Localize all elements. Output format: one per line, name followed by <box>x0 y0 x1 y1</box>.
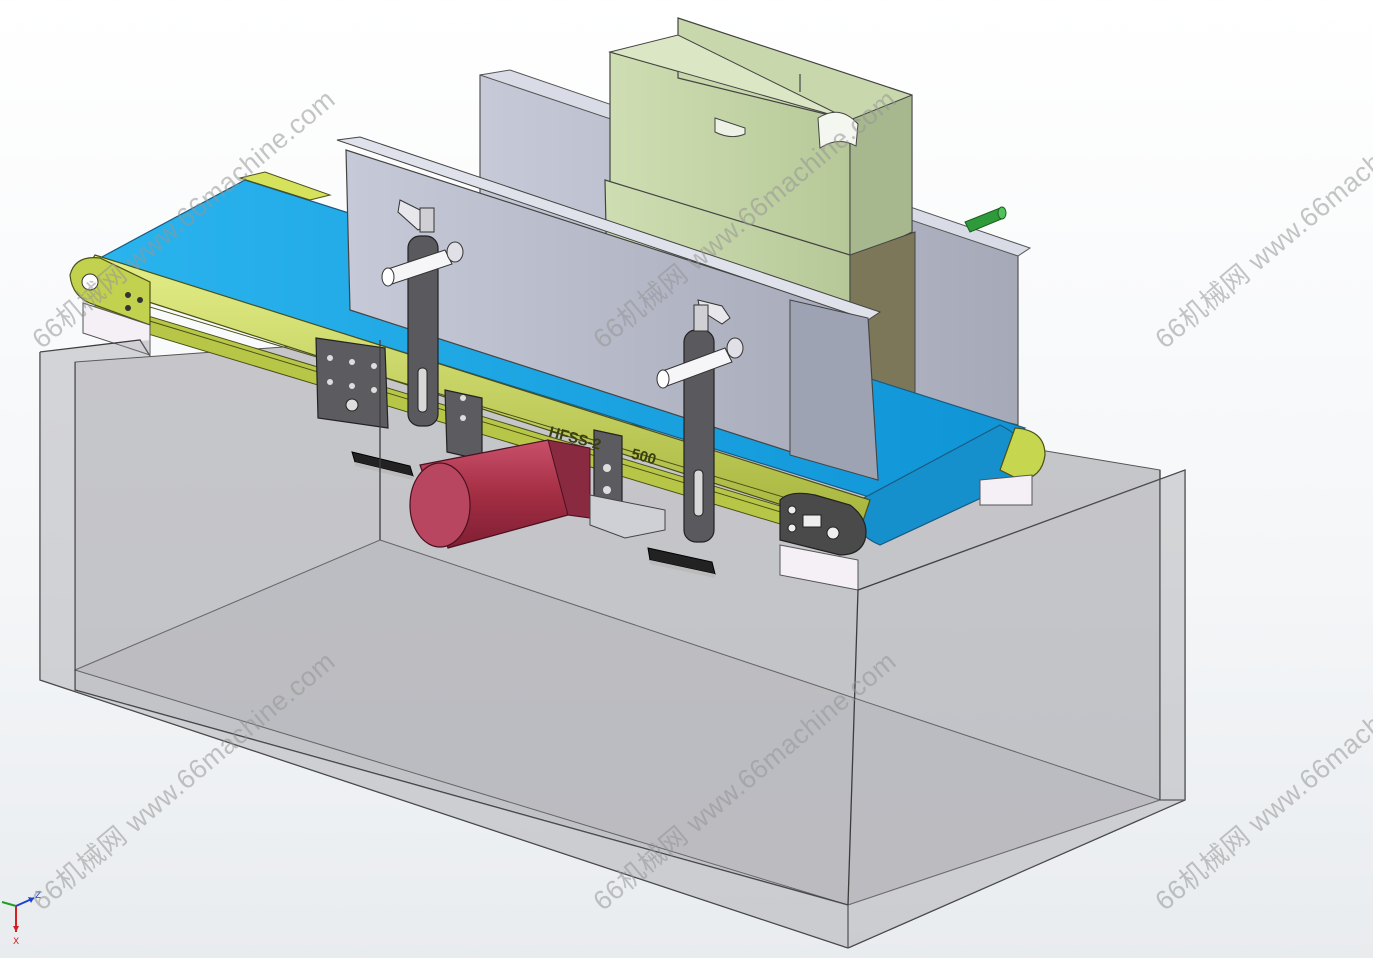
green-shaft <box>964 206 1007 233</box>
guide-adjust-post-left <box>381 199 464 427</box>
mounting-plate-left <box>315 337 389 429</box>
housing-right-face <box>848 470 1185 948</box>
guide-adjust-post-right <box>656 299 744 543</box>
triad-z-label: Z <box>35 891 41 901</box>
foot-clamp-left <box>351 451 414 480</box>
triad-x-label: X <box>13 937 19 947</box>
right-end-cap <box>779 427 1046 591</box>
left-end-cap <box>69 257 151 356</box>
front-guide-lip <box>336 136 882 321</box>
housing-front-edges <box>39 339 1186 949</box>
housing-front-face <box>40 340 848 948</box>
mounting-plate-center <box>444 389 623 511</box>
coordinate-triad: Z X <box>1 891 41 947</box>
foot-clamp-right <box>647 547 716 578</box>
drive-motor <box>409 439 666 549</box>
triad-y-axis <box>1 901 17 907</box>
